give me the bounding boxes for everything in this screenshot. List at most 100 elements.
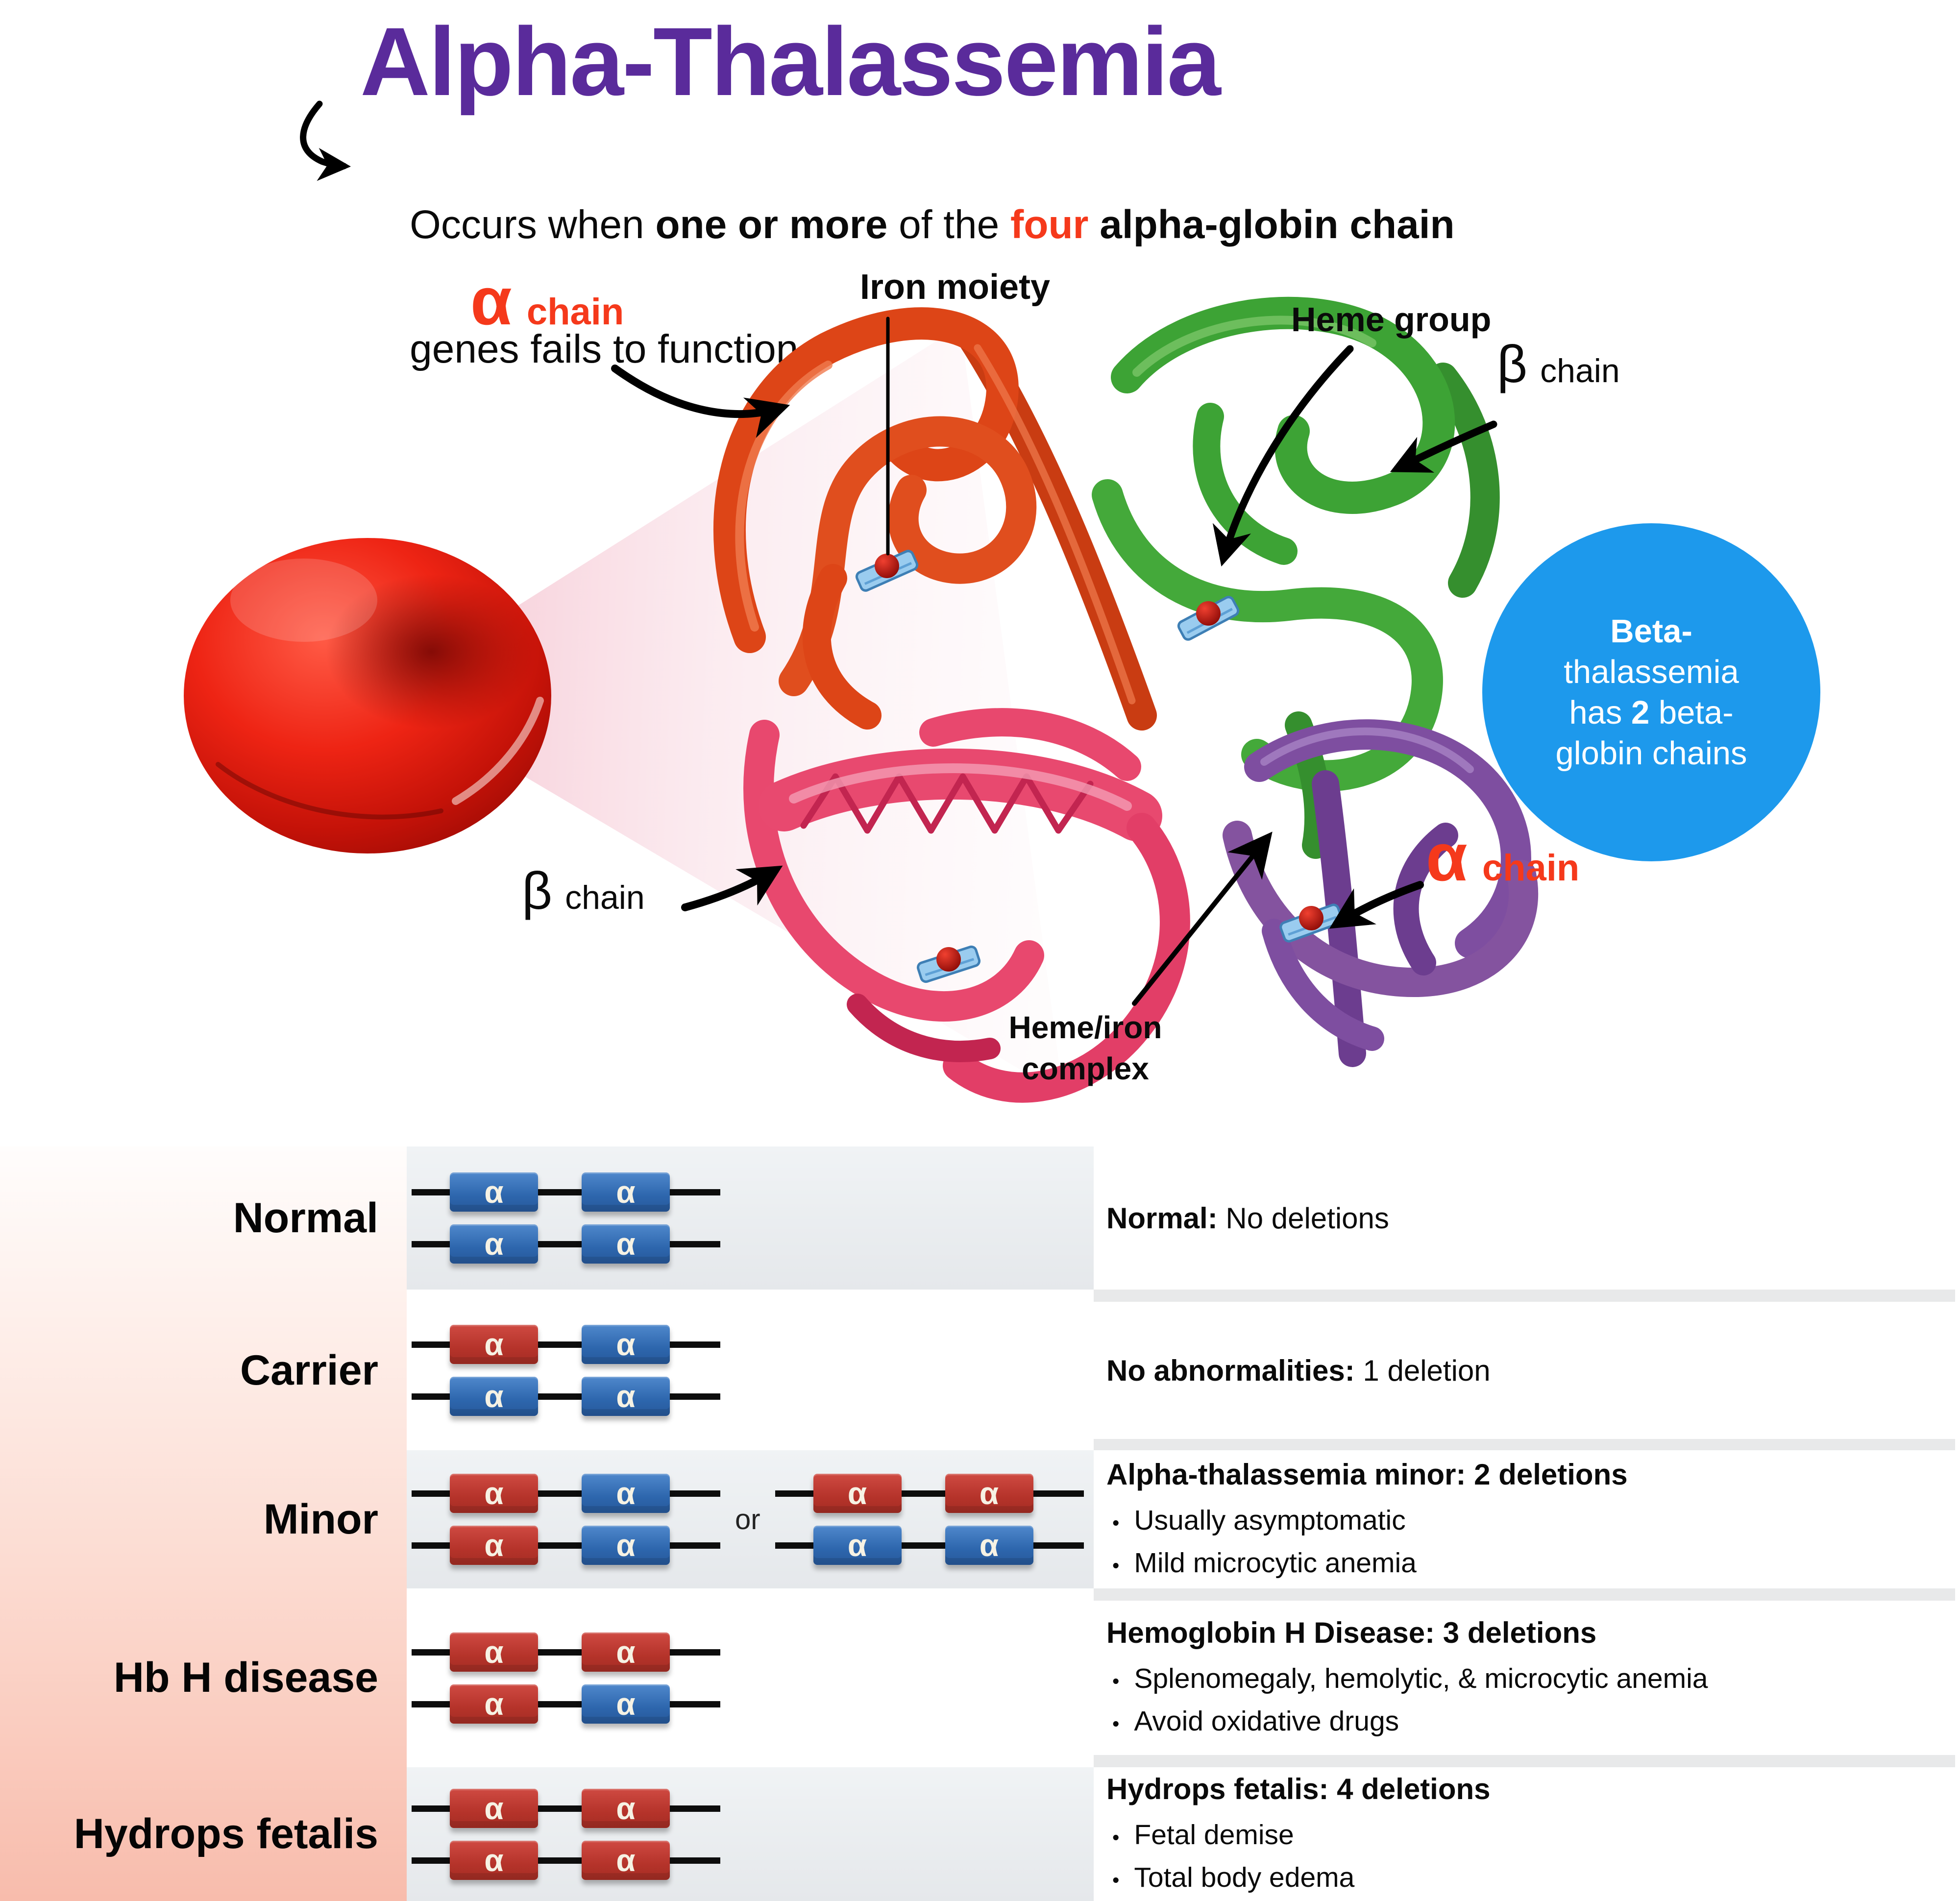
gene-box-blue: α (450, 1377, 538, 1416)
row-label: Normal (233, 1194, 378, 1242)
beta-chain-pink (743, 708, 1190, 1103)
beta-thalassemia-note: Beta- thalassemia has 2 beta- globin cha… (1482, 523, 1820, 861)
bullet-item: •Fetal demise (1106, 1814, 1950, 1856)
description-heading: No abnormalities: 1 deletion (1106, 1351, 1950, 1390)
description-heading: Normal: No deletions (1106, 1198, 1950, 1238)
chain-word: chain (565, 879, 645, 916)
description-bullets: • Splenomegaly, hemolytic, & microcytic a… (1106, 1657, 1950, 1742)
gene-box-red: α (582, 1840, 670, 1880)
gene-box-blue: α (582, 1526, 670, 1565)
beta-glyph: β (1497, 334, 1528, 393)
gene-box-red: α (450, 1325, 538, 1364)
note-line3a: has (1569, 694, 1632, 731)
gene-box-blue: α (582, 1172, 670, 1212)
gene-box-red: α (582, 1632, 670, 1672)
bullet-dot: • (1112, 1511, 1120, 1534)
beta-chain-green (1092, 296, 1500, 859)
subtitle-four: four (1010, 202, 1089, 247)
alpha-glyph: α (470, 264, 512, 339)
bullet-dot: • (1112, 1554, 1120, 1577)
row-label: Minor (263, 1495, 378, 1543)
heading-bold: Hemoglobin H Disease: 3 deletions (1106, 1616, 1597, 1650)
gene-box-blue: α (813, 1526, 902, 1565)
bullet-item: •Mild microcytic anemia (1106, 1542, 1950, 1584)
gene-box-blue: α (582, 1474, 670, 1513)
chain-word: chain (526, 291, 624, 333)
gene-box-blue: α (450, 1224, 538, 1264)
description-bullets: •Fetal demise •Total body edema (1106, 1814, 1950, 1899)
row-description: Alpha-thalassemia minor: 2 deletions • Us… (1094, 1450, 1960, 1588)
chain-word: chain (1540, 352, 1620, 390)
annotation-arrows (611, 317, 1497, 1006)
gene-box-blue: α (582, 1224, 670, 1264)
alpha-chain-label-bottom: α chain (1426, 824, 1580, 891)
bullet-text: Fetal demise (1134, 1819, 1294, 1851)
heme-group-label: Heme group (1291, 300, 1492, 339)
heme-iron-complex-label: Heme/iron complex (968, 1007, 1203, 1090)
description-heading: Hemoglobin H Disease: 3 deletions (1106, 1613, 1950, 1653)
note-line3b: 2 (1631, 694, 1650, 731)
page-title: Alpha-Thalassemia (360, 7, 1221, 116)
beta-glyph: β (522, 861, 553, 920)
curved-arrow-icon (300, 100, 351, 181)
row-label-column-background (0, 1146, 407, 1901)
gene-box-blue: α (582, 1684, 670, 1724)
row-label: Carrier (240, 1346, 378, 1394)
note-line3c: beta- (1649, 694, 1734, 731)
beta-chain-label-top: β chain (1497, 334, 1620, 393)
heme-groups (855, 550, 1343, 983)
gene-box-red: α (582, 1788, 670, 1828)
heme-iron-line1: Heme/iron (1008, 1010, 1162, 1045)
bullet-dot: • (1112, 1712, 1120, 1735)
gene-box-blue: α (582, 1325, 670, 1364)
bullet-text: Splenomegaly, hemolytic, & microcytic an… (1134, 1663, 1708, 1695)
bullet-item: •Splenomegaly, hemolytic, & microcytic a… (1106, 1657, 1950, 1700)
heading-bold: Normal: (1106, 1201, 1218, 1235)
heading-rest: No deletions (1217, 1201, 1389, 1235)
row-label: Hydrops fetalis (74, 1810, 378, 1857)
or-label: or (735, 1503, 760, 1535)
alpha-chain-orange (713, 307, 1157, 731)
heading-bold: Hydrops fetalis: 4 deletions (1106, 1773, 1491, 1806)
note-line4: globin chains (1555, 735, 1747, 772)
bullet-item: • Avoid oxidative drugs (1106, 1700, 1950, 1743)
gene-box-red: α (813, 1474, 902, 1513)
gene-box-red: α (945, 1474, 1033, 1513)
chain-word: chain (1482, 847, 1580, 889)
description-heading: Hydrops fetalis: 4 deletions (1106, 1769, 1950, 1809)
description-bullets: • Usually asymptomatic •Mild microcytic a… (1106, 1499, 1950, 1584)
gene-box-red: α (450, 1684, 538, 1724)
bullet-dot: • (1112, 1869, 1120, 1891)
subtitle-mid: of the (887, 202, 1011, 247)
bullet-text: Avoid oxidative drugs (1134, 1706, 1399, 1737)
row-label: Hb H disease (113, 1654, 378, 1701)
heading-bold: No abnormalities: (1106, 1354, 1355, 1387)
heading-bold: Alpha-thalassemia minor: 2 deletions (1106, 1458, 1628, 1491)
gene-box-red: α (450, 1840, 538, 1880)
bullet-text: Usually asymptomatic (1134, 1504, 1406, 1536)
row-description: Hemoglobin H Disease: 3 deletions • Splen… (1094, 1601, 1960, 1755)
row-description: Normal: No deletions (1094, 1146, 1960, 1290)
